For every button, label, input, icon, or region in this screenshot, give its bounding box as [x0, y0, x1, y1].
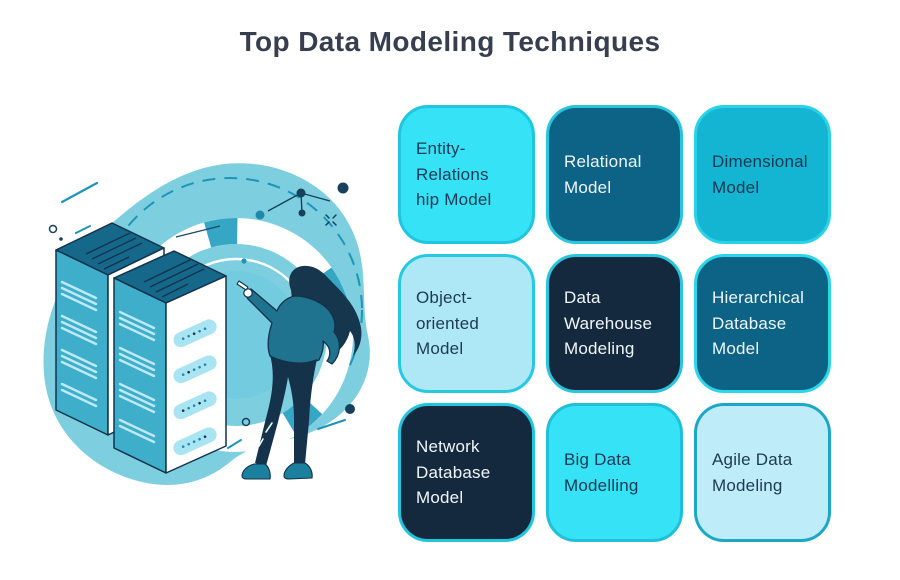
- card-label: Data Warehouse Modeling: [564, 288, 653, 359]
- card-label: Hierarchical Database Model: [712, 288, 805, 359]
- illustration: [43, 163, 370, 485]
- woman-figure-icon: [236, 265, 362, 480]
- card-label: Relational Model: [564, 152, 642, 197]
- x-sparkle-icon: [325, 214, 337, 226]
- card-entity-relationship-model: Entity- Relations hip Model: [398, 105, 535, 244]
- server-tower-right-icon: [113, 250, 227, 474]
- network-nodes-icon: [255, 182, 349, 220]
- techniques-grid: Entity- Relations hip Model Relational M…: [398, 105, 831, 542]
- card-object-oriented-model: Object- oriented Model: [398, 254, 535, 393]
- card-label: Network Database Model: [416, 437, 491, 508]
- card-data-warehouse-modeling: Data Warehouse Modeling: [546, 254, 683, 393]
- card-big-data-modelling: Big Data Modelling: [546, 403, 683, 542]
- scatter-decor: [48, 181, 355, 449]
- card-label: Agile Data Modeling: [712, 450, 793, 495]
- page-title: Top Data Modeling Techniques: [239, 26, 661, 57]
- card-agile-data-modeling: Agile Data Modeling: [694, 403, 831, 542]
- card-label: Dimensional Model: [712, 152, 808, 197]
- card-label: Big Data Modelling: [564, 450, 639, 495]
- card-label: Object- oriented Model: [416, 288, 480, 359]
- card-relational-model: Relational Model: [546, 105, 683, 244]
- card-label: Entity- Relations hip Model: [416, 139, 492, 210]
- card-network-database-model: Network Database Model: [398, 403, 535, 542]
- card-hierarchical-database-model: Hierarchical Database Model: [694, 254, 831, 393]
- card-dimensional-model: Dimensional Model: [694, 105, 831, 244]
